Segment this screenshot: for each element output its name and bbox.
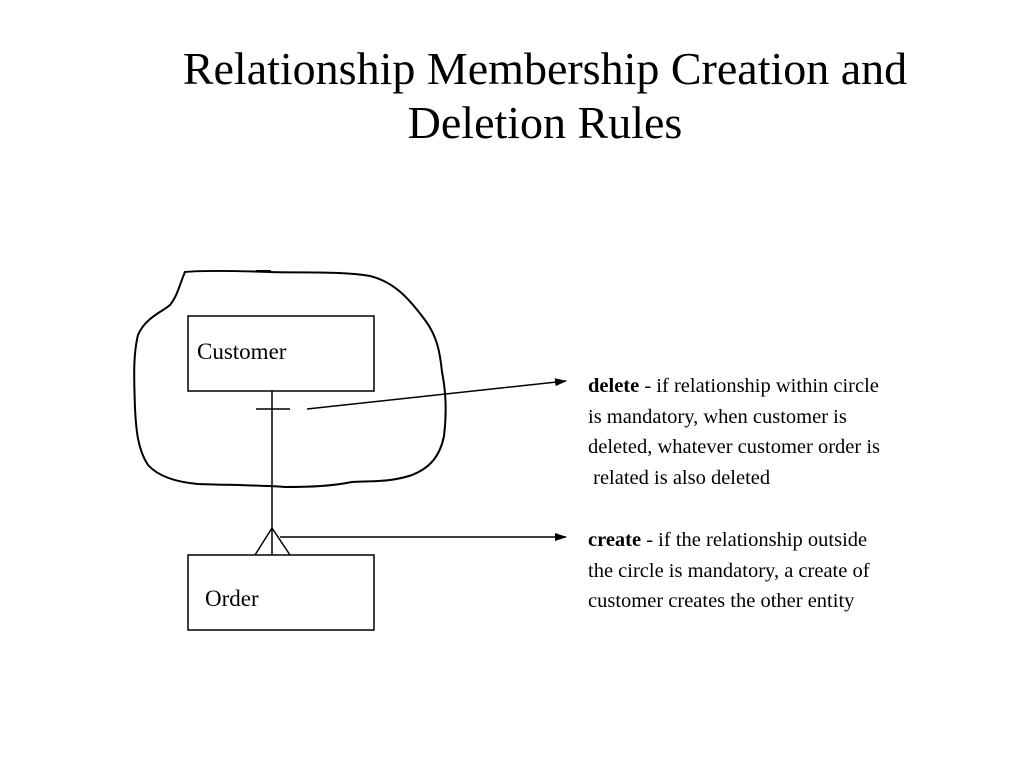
delete-note-line-1: delete - if relationship within circle	[588, 371, 968, 402]
title-line-2: Deletion Rules	[407, 97, 683, 148]
create-text-line-3: customer creates the other entity	[588, 590, 855, 612]
delete-rule-note: delete - if relationship within circle i…	[588, 371, 968, 493]
delete-pointer-arrow	[306, 378, 567, 410]
delete-text-line-3: deleted, whatever customer order is	[588, 436, 881, 458]
title-line-1: Relationship Membership Creation and	[182, 43, 908, 94]
delete-text-line-1: - if relationship within circle	[639, 375, 879, 397]
order-entity-label: Order	[205, 586, 259, 611]
delete-keyword: delete	[588, 375, 640, 397]
slide-title: Relationship Membership Creation and Del…	[100, 42, 990, 150]
customer-entity-box[interactable]	[187, 315, 375, 392]
customer-entity-label: Customer	[197, 339, 287, 364]
delete-text-line-4: related is also deleted	[588, 466, 771, 489]
order-entity-box[interactable]	[187, 554, 375, 631]
create-keyword: create	[588, 529, 642, 551]
delete-text-line-2: is mandatory, when customer is	[588, 405, 847, 428]
membership-circle	[133, 269, 447, 489]
create-text-line-2: the circle is mandatory, a create of	[588, 559, 870, 582]
create-rule-note: create - if the relationship outside the…	[588, 525, 968, 617]
create-note-line-1: create - if the relationship outside	[588, 525, 968, 556]
create-text-line-1: - if the relationship outside	[641, 529, 868, 551]
crows-foot-right	[271, 527, 291, 556]
crows-foot-left	[254, 527, 273, 556]
